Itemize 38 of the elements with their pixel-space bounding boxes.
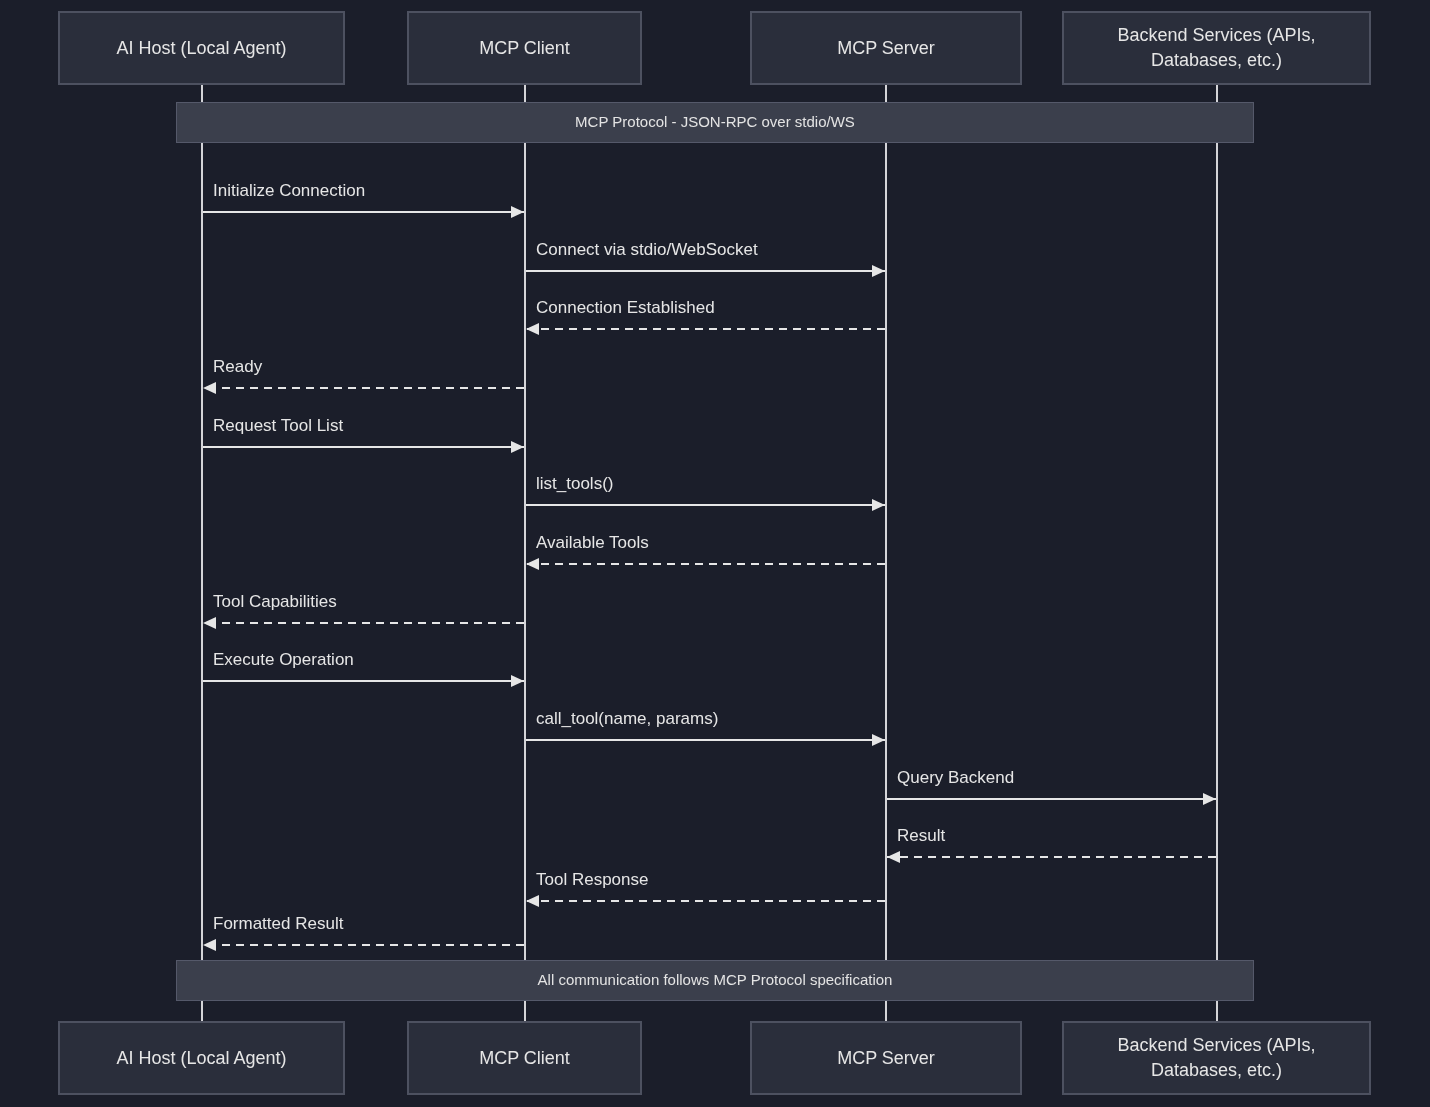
message-arrow bbox=[525, 265, 886, 277]
message-arrow bbox=[525, 734, 886, 746]
note-text: All communication follows MCP Protocol specification bbox=[537, 970, 893, 991]
participant-label: MCP Client bbox=[479, 36, 570, 60]
note-band bbox=[176, 102, 1254, 143]
lifeline bbox=[1216, 85, 1218, 1021]
message-arrow bbox=[202, 382, 525, 394]
participant-box bbox=[750, 1021, 1022, 1095]
lifeline bbox=[201, 85, 203, 1021]
message-arrow bbox=[525, 558, 886, 570]
participant-label: MCP Server bbox=[837, 1046, 935, 1070]
participant-label: Backend Services (APIs, Databases, etc.) bbox=[1116, 1034, 1317, 1082]
message-arrow bbox=[202, 441, 525, 453]
participant-box bbox=[58, 11, 345, 85]
message-arrow bbox=[202, 675, 525, 687]
message-arrow bbox=[202, 939, 525, 951]
message-arrow bbox=[202, 617, 525, 629]
message-arrow bbox=[202, 206, 525, 218]
participant-box bbox=[1062, 1021, 1371, 1095]
lifeline bbox=[524, 85, 526, 1021]
participant-label: AI Host (Local Agent) bbox=[116, 1046, 287, 1070]
participant-label: Backend Services (APIs, Databases, etc.) bbox=[1116, 24, 1317, 72]
note-band bbox=[176, 960, 1254, 1001]
message-arrow bbox=[525, 323, 886, 335]
message-arrow bbox=[886, 793, 1217, 805]
participant-label: AI Host (Local Agent) bbox=[116, 36, 287, 60]
participant-box bbox=[1062, 11, 1371, 85]
message-arrow bbox=[525, 895, 886, 907]
participant-label: MCP Client bbox=[479, 1046, 570, 1070]
note-text: MCP Protocol - JSON-RPC over stdio/WS bbox=[575, 112, 855, 133]
message-arrow bbox=[525, 499, 886, 511]
message-arrow bbox=[886, 851, 1217, 863]
participant-label: MCP Server bbox=[837, 36, 935, 60]
participant-box bbox=[750, 11, 1022, 85]
participant-box bbox=[407, 1021, 642, 1095]
lifeline bbox=[885, 85, 887, 1021]
participant-box bbox=[58, 1021, 345, 1095]
participant-box bbox=[407, 11, 642, 85]
